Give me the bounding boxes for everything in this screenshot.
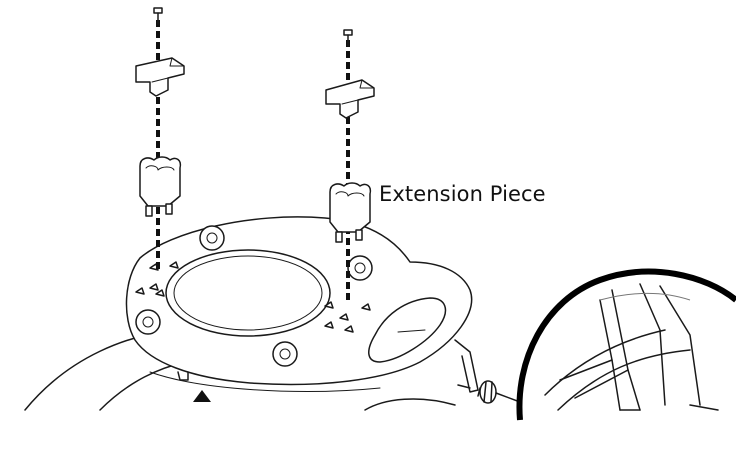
thumb-screw — [457, 380, 521, 404]
detail-magnifier — [516, 268, 736, 455]
center-hole — [165, 249, 331, 337]
clip-icon — [135, 57, 185, 97]
clip-icon — [325, 79, 375, 119]
extension-piece-label: Extension Piece — [379, 182, 546, 206]
mounting-bosses — [135, 225, 373, 367]
mounting-plate — [125, 216, 479, 393]
left-fastener-stack — [135, 7, 185, 270]
slot-marks — [135, 261, 371, 333]
right-fastener-stack — [325, 29, 375, 300]
extension-piece-icon — [139, 156, 182, 207]
extension-piece-icon — [329, 182, 372, 233]
triangle-marker-icon — [193, 390, 211, 402]
plate-slot — [368, 297, 447, 363]
